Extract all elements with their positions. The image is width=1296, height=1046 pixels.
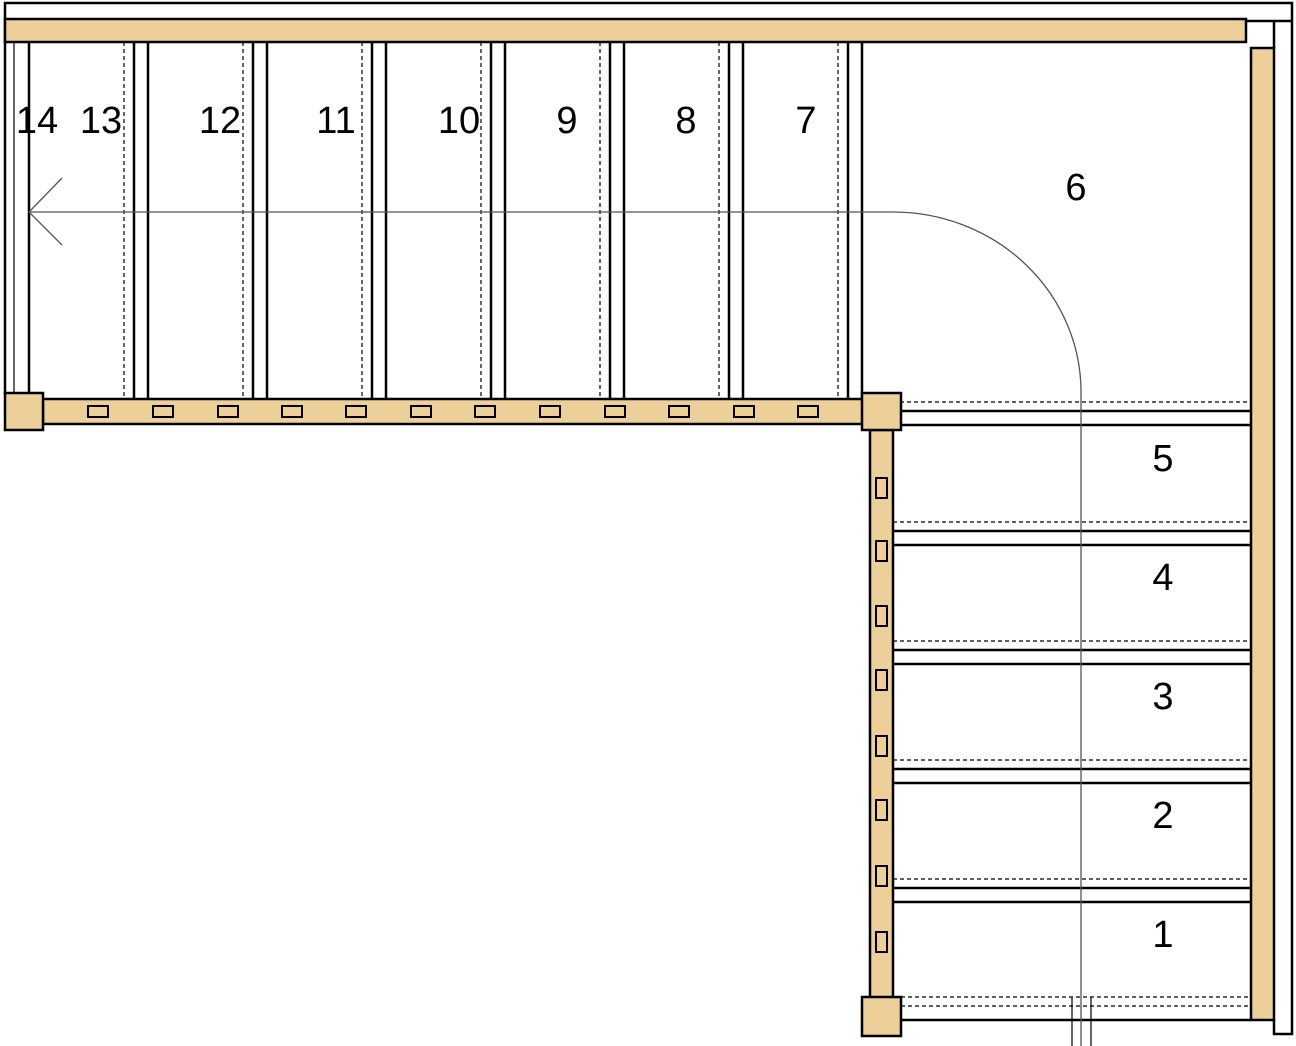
newel-post-corner (860, 391, 903, 432)
baluster (345, 405, 367, 418)
step-label-3: 3 (1152, 676, 1173, 718)
baluster (733, 405, 755, 418)
step-label-6: 6 (1065, 167, 1086, 209)
step-label-9: 9 (556, 100, 577, 142)
step-label-12: 12 (199, 100, 241, 142)
right-wall-stringer (1249, 46, 1276, 1022)
baluster (875, 477, 888, 499)
step-label-11: 11 (316, 100, 355, 142)
lower-handrail (868, 428, 895, 1000)
step-label-13: 13 (80, 100, 122, 142)
upper-run-treads (13, 42, 864, 399)
step-label-14: 14 (16, 100, 58, 142)
baluster (875, 931, 888, 953)
baluster (875, 865, 888, 887)
newel-post-top-left (3, 391, 45, 432)
baluster (539, 405, 561, 418)
baluster (217, 405, 239, 418)
baluster (410, 405, 432, 418)
step-labels: 1 2 3 4 5 6 7 8 9 10 11 12 13 14 (16, 100, 1174, 956)
upper-handrail (41, 397, 865, 426)
baluster (875, 735, 888, 757)
lower-run-treads (893, 401, 1251, 1022)
baluster (281, 405, 303, 418)
newel-post-bottom (860, 995, 903, 1038)
step-label-4: 4 (1152, 557, 1173, 599)
step-label-1: 1 (1152, 914, 1173, 956)
step-label-5: 5 (1152, 438, 1173, 480)
arrow-head-icon (28, 177, 63, 246)
baluster (875, 605, 888, 627)
baluster (797, 405, 819, 418)
step-label-2: 2 (1152, 795, 1173, 837)
step-label-10: 10 (438, 100, 480, 142)
baluster (152, 405, 174, 418)
outer-wall-outline (3, 1, 1294, 1036)
top-wall-stringer (3, 17, 1248, 44)
baluster (875, 540, 888, 562)
step-label-7: 7 (795, 100, 816, 142)
baluster (875, 669, 888, 691)
baluster (474, 405, 496, 418)
baluster (875, 799, 888, 821)
step-label-8: 8 (675, 100, 696, 142)
balusters (87, 405, 888, 953)
walk-line (29, 211, 1082, 1046)
baluster (87, 405, 109, 418)
baluster (668, 405, 690, 418)
baluster (604, 405, 626, 418)
